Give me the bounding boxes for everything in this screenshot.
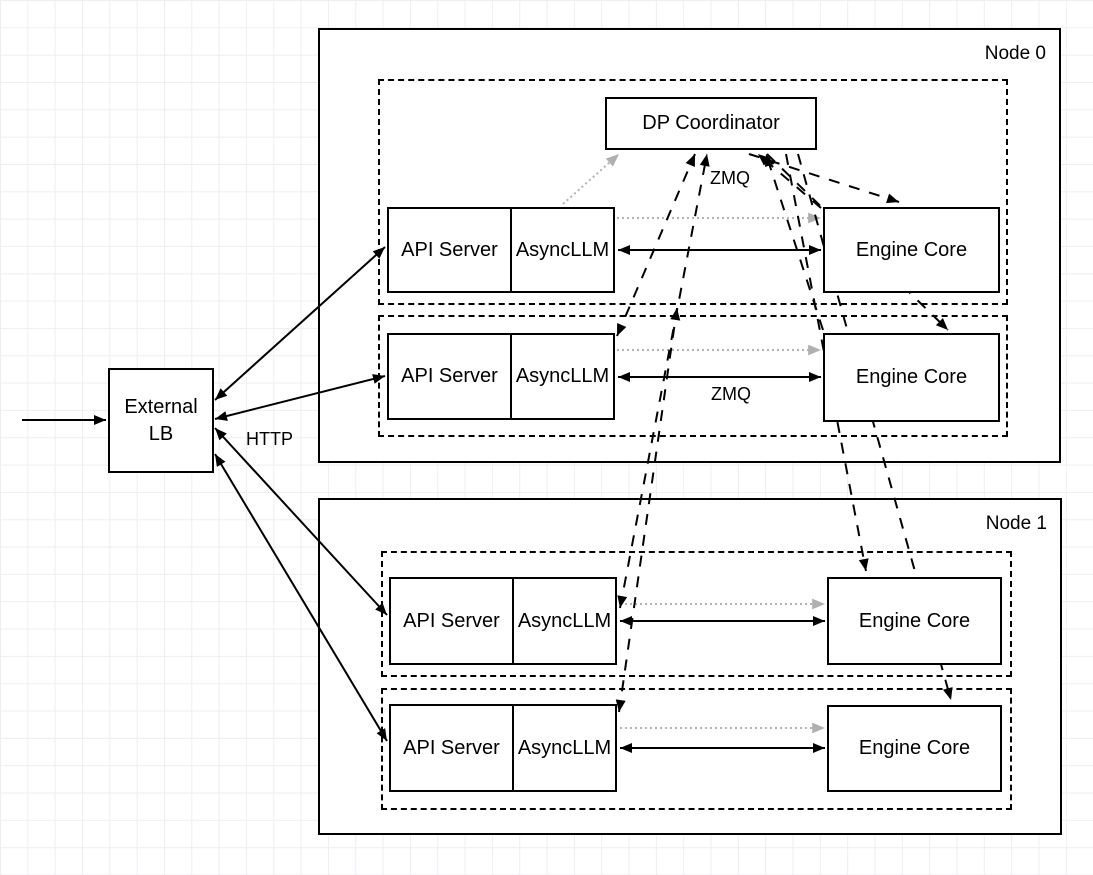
external-lb-box: External LB	[108, 368, 214, 473]
engine-core-label: Engine Core	[855, 366, 968, 388]
api-server-box-node1-replica1: API Server AsyncLLM	[389, 704, 617, 792]
engine-core-label: Engine Core	[858, 737, 971, 759]
http-label: HTTP	[246, 429, 293, 449]
engine-core-label: Engine Core	[858, 609, 971, 632]
api-server-box-node0-replica0: API Server AsyncLLM	[387, 207, 615, 293]
async-llm-cell: AsyncLLM	[515, 365, 610, 387]
async-llm-cell: AsyncLLM	[515, 238, 610, 261]
async-llm-cell: AsyncLLM	[517, 736, 612, 759]
engine-core-box-node0-replica1: Engine Core	[823, 333, 1000, 422]
dp-coordinator-label: DP Coordinator	[642, 112, 780, 134]
zmq-row-label: ZMQ	[711, 384, 751, 404]
api-server-cell: API Server	[389, 209, 512, 291]
engine-core-box-node0-replica0: Engine Core	[823, 207, 1000, 293]
node0-label: Node 0	[984, 43, 1046, 64]
engine-core-label: Engine Core	[855, 238, 968, 261]
external-lb-label: External LB	[124, 395, 198, 445]
engine-core-box-node1-replica1: Engine Core	[827, 705, 1002, 792]
api-server-cell: API Server	[391, 706, 514, 790]
api-server-cell: API Server	[391, 579, 514, 663]
async-llm-cell: AsyncLLM	[517, 609, 612, 632]
api-server-box-node1-replica0: API Server AsyncLLM	[389, 577, 617, 665]
node1-replica1-container	[381, 688, 1012, 810]
node1-label: Node 1	[985, 513, 1047, 534]
api-server-box-node0-replica1: API Server AsyncLLM	[387, 333, 615, 420]
engine-core-box-node1-replica0: Engine Core	[827, 577, 1002, 665]
dp-coordinator-box: DP Coordinator	[605, 97, 817, 150]
zmq-coordinator-label: ZMQ	[710, 168, 750, 188]
api-server-cell: API Server	[389, 335, 512, 418]
